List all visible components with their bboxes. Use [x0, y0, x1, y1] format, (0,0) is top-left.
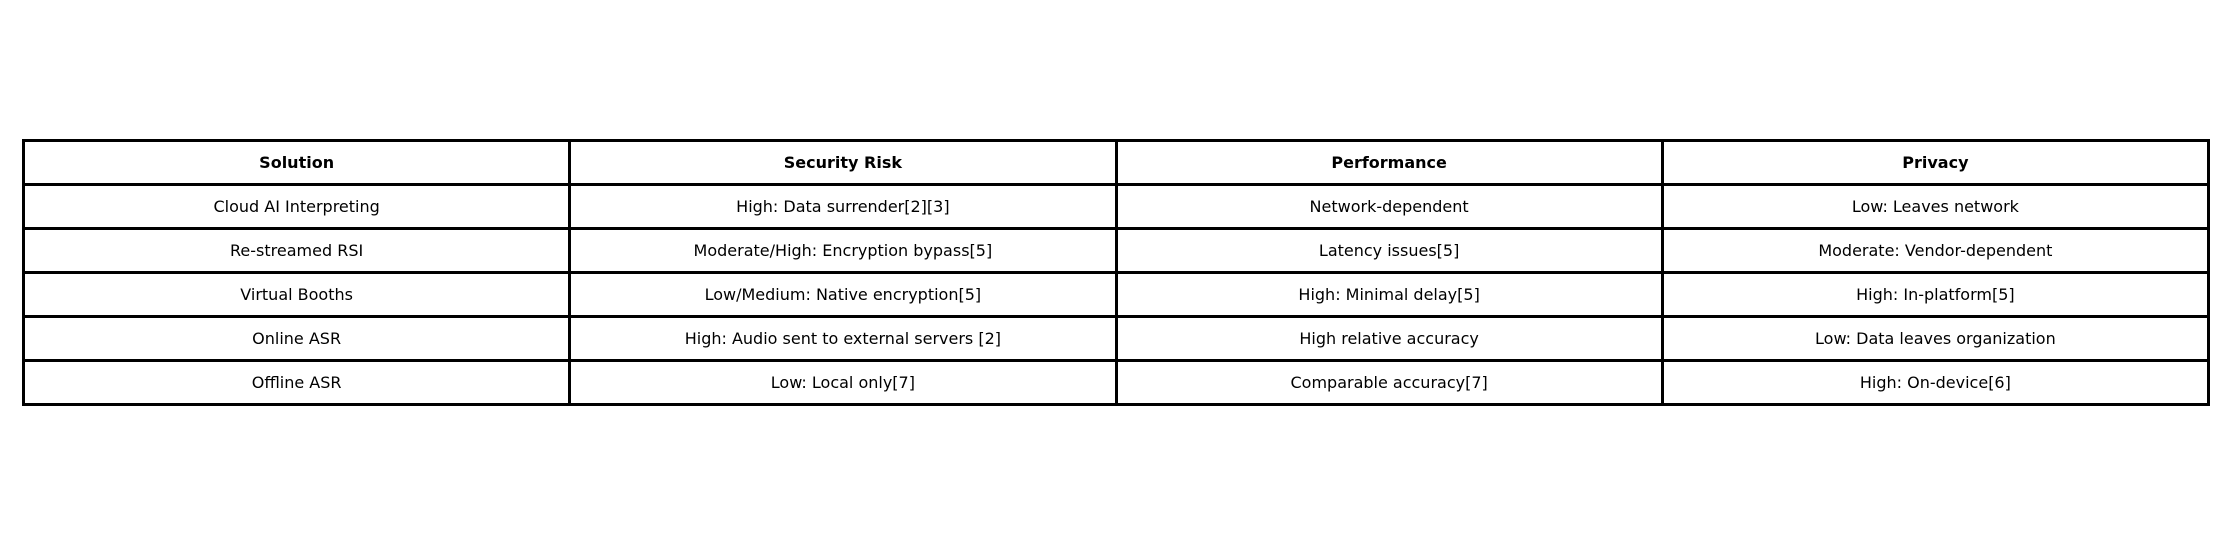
header-solution: Solution — [21, 139, 572, 186]
cell-security-risk: Moderate/High: Encryption bypass[5] — [568, 227, 1118, 274]
header-row: Solution Security Risk Performance Priva… — [21, 139, 2211, 186]
cell-performance: Network-dependent — [1114, 183, 1664, 230]
table-row: Virtual Booths Low/Medium: Native encryp… — [21, 271, 2211, 318]
header-security-risk: Security Risk — [568, 139, 1118, 186]
cell-security-risk: Low/Medium: Native encryption[5] — [568, 271, 1118, 318]
table-header: Solution Security Risk Performance Priva… — [21, 139, 2211, 186]
cell-performance: High relative accuracy — [1114, 315, 1664, 362]
cell-performance: Latency issues[5] — [1114, 227, 1664, 274]
cell-solution: Re-streamed RSI — [21, 227, 572, 274]
header-privacy: Privacy — [1660, 139, 2211, 186]
comparison-table-container: Solution Security Risk Performance Priva… — [21, 139, 2211, 406]
cell-privacy: High: On-device[6] — [1660, 359, 2211, 406]
cell-performance: High: Minimal delay[5] — [1114, 271, 1664, 318]
cell-solution: Offline ASR — [21, 359, 572, 406]
cell-solution: Cloud AI Interpreting — [21, 183, 572, 230]
table-row: Offline ASR Low: Local only[7] Comparabl… — [21, 359, 2211, 406]
cell-solution: Virtual Booths — [21, 271, 572, 318]
cell-security-risk: Low: Local only[7] — [568, 359, 1118, 406]
cell-privacy: Low: Data leaves organization — [1660, 315, 2211, 362]
header-performance: Performance — [1114, 139, 1664, 186]
table-row: Cloud AI Interpreting High: Data surrend… — [21, 183, 2211, 230]
cell-privacy: Moderate: Vendor-dependent — [1660, 227, 2211, 274]
comparison-table: Solution Security Risk Performance Priva… — [21, 139, 2211, 406]
cell-security-risk: High: Audio sent to external servers [2] — [568, 315, 1118, 362]
cell-privacy: Low: Leaves network — [1660, 183, 2211, 230]
table-body: Cloud AI Interpreting High: Data surrend… — [21, 183, 2211, 406]
cell-privacy: High: In-platform[5] — [1660, 271, 2211, 318]
cell-performance: Comparable accuracy[7] — [1114, 359, 1664, 406]
cell-solution: Online ASR — [21, 315, 572, 362]
table-row: Online ASR High: Audio sent to external … — [21, 315, 2211, 362]
cell-security-risk: High: Data surrender[2][3] — [568, 183, 1118, 230]
table-row: Re-streamed RSI Moderate/High: Encryptio… — [21, 227, 2211, 274]
